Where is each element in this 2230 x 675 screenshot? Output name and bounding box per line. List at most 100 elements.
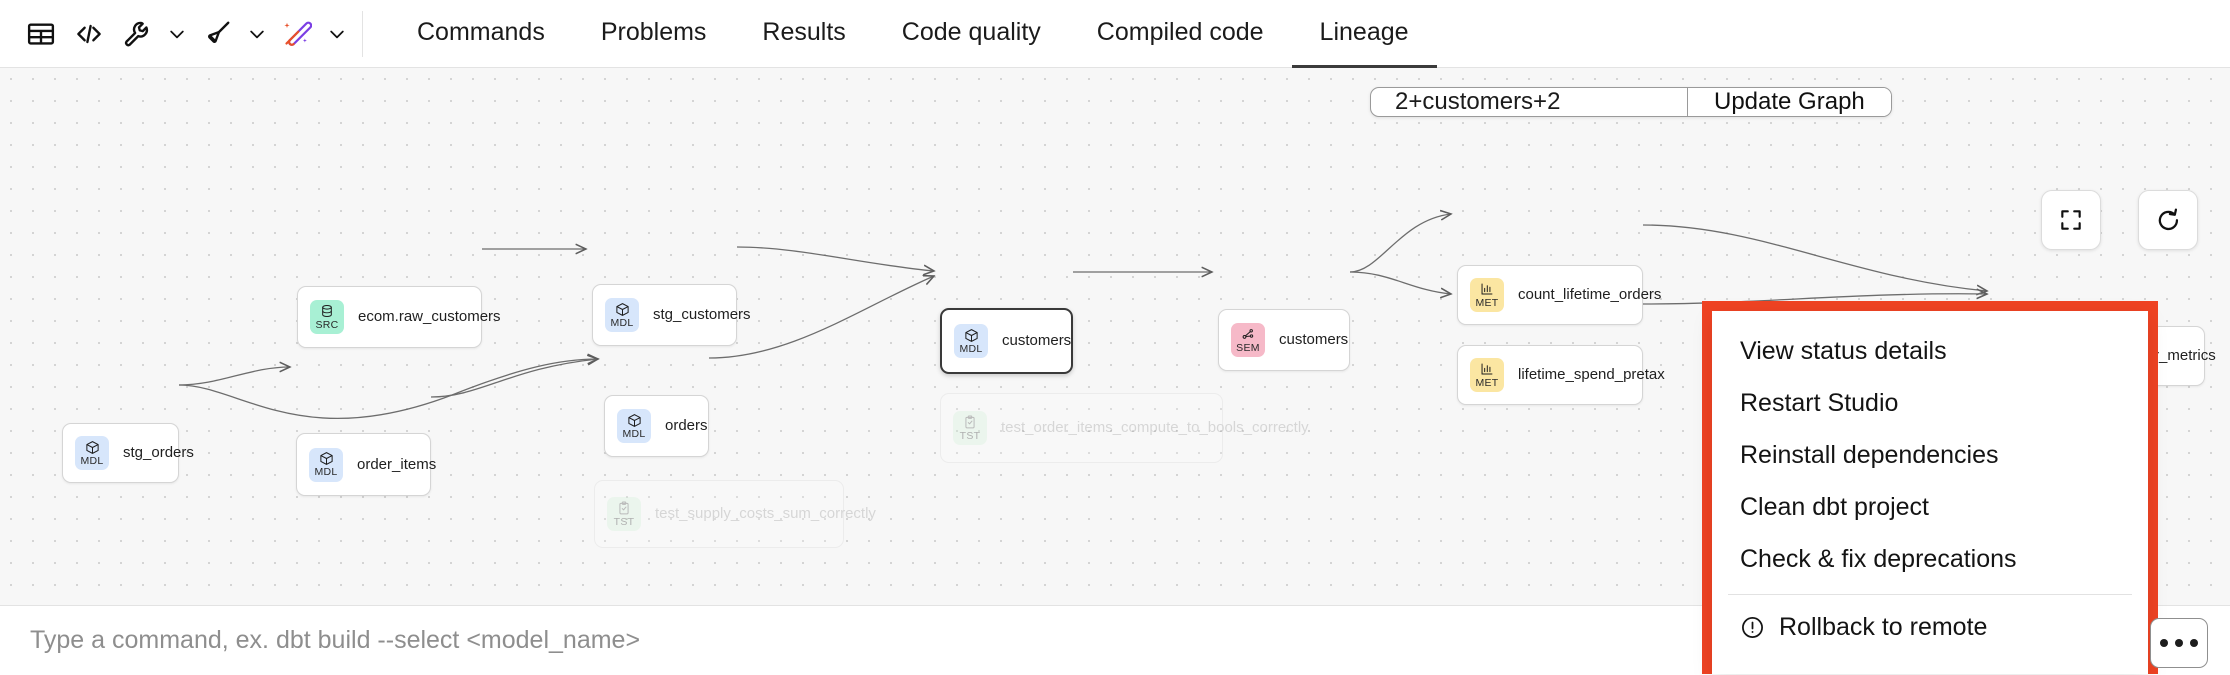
menu-item-clean-dbt-project[interactable]: Clean dbt project	[1712, 481, 2148, 533]
refresh-graph-button[interactable]	[2138, 190, 2198, 250]
node-label: stg_orders	[123, 444, 194, 462]
graph-node-customers-semantic[interactable]: SEM customers	[1218, 309, 1350, 371]
wrench-icon[interactable]	[114, 11, 160, 57]
tab-lineage[interactable]: Lineage	[1291, 0, 1437, 68]
cube-icon	[615, 302, 630, 317]
graph-node-stg-customers[interactable]: MDL stg_customers	[592, 284, 751, 346]
editor-tool-group	[0, 0, 389, 68]
fit-to-view-button[interactable]	[2041, 190, 2101, 250]
node-type-label: TST	[613, 515, 635, 528]
graph-node-test-order-items[interactable]: TST test_order_items_compute_to_bools_co…	[940, 393, 1309, 463]
menu-item-label: Clean dbt project	[1740, 492, 1930, 521]
broom-icon[interactable]	[194, 11, 240, 57]
menu-item-reinstall-dependencies[interactable]: Reinstall dependencies	[1712, 429, 2148, 481]
cube-icon	[319, 451, 334, 466]
cube-icon	[964, 328, 979, 343]
node-type-label: SRC	[315, 318, 339, 331]
table-view-icon[interactable]	[18, 11, 64, 57]
database-icon	[320, 304, 334, 319]
node-type-badge-mdl: MDL	[309, 447, 343, 482]
node-type-label: MDL	[610, 316, 634, 329]
menu-item-label: Restart Studio	[1740, 388, 1899, 417]
graph-node-stg-orders[interactable]: MDL stg_orders	[62, 423, 194, 483]
node-type-label: MDL	[622, 427, 646, 440]
node-label: order_items	[357, 455, 437, 473]
cube-icon	[85, 440, 100, 455]
menu-divider	[1728, 594, 2132, 595]
menu-item-check-fix-deprecations[interactable]: Check & fix deprecations	[1712, 533, 2148, 585]
node-type-badge-mdl: MDL	[617, 409, 651, 443]
magic-wand-chevron-down-icon[interactable]	[322, 11, 352, 57]
graph-node-test-supply-costs[interactable]: TST test_supply_costs_sum_correctly	[594, 480, 876, 548]
graph-node-lifetime-spend-pretax[interactable]: MET lifetime_spend_pretax	[1457, 345, 1665, 405]
graph-selector-input[interactable]: 2+customers+2	[1395, 88, 1561, 115]
fit-screen-icon	[2061, 210, 2081, 230]
tab-results[interactable]: Results	[762, 17, 846, 46]
node-type-label: MDL	[959, 342, 983, 355]
panel-tabs: Commands Problems Results Code quality C…	[389, 0, 1437, 68]
tab-compiled-code[interactable]: Compiled code	[1096, 17, 1264, 46]
menu-item-label: Rollback to remote	[1779, 612, 1988, 641]
update-graph-button[interactable]: Update Graph	[1687, 88, 1891, 116]
chart-icon	[1480, 282, 1494, 297]
graph-node-orders[interactable]: MDL orders	[604, 395, 709, 457]
node-type-badge-mdl: MDL	[75, 436, 109, 470]
node-type-badge-mdl: MDL	[605, 298, 639, 332]
node-type-label: TST	[959, 429, 981, 442]
node-type-badge-met: MET	[1470, 278, 1504, 312]
command-input[interactable]: Type a command, ex. dbt build --select <…	[30, 625, 641, 654]
semantic-icon	[1241, 327, 1255, 342]
node-type-label: MET	[1475, 376, 1499, 389]
node-label: test_supply_costs_sum_correctly	[655, 505, 876, 523]
more-actions-button[interactable]	[2150, 618, 2208, 668]
wrench-chevron-down-icon[interactable]	[162, 11, 192, 57]
tab-problems[interactable]: Problems	[600, 17, 707, 46]
cube-icon	[627, 413, 642, 428]
node-label: customers	[1002, 332, 1072, 350]
alert-circle-icon	[1740, 615, 1765, 640]
menu-item-restart-studio[interactable]: Restart Studio	[1712, 377, 2148, 429]
broom-chevron-down-icon[interactable]	[242, 11, 272, 57]
node-type-label: MET	[1475, 296, 1499, 309]
menu-item-view-status-details[interactable]: View status details	[1712, 325, 2148, 377]
node-type-badge-sem: SEM	[1231, 323, 1265, 357]
graph-node-ecom-raw-customers[interactable]: SRC ecom.raw_customers	[297, 286, 501, 348]
menu-item-label: Reinstall dependencies	[1740, 440, 1999, 469]
node-type-label: SEM	[1236, 341, 1260, 354]
toolbar-divider	[362, 10, 363, 57]
refresh-icon	[2158, 207, 2178, 230]
magic-wand-icon[interactable]	[274, 11, 320, 57]
node-type-label: MDL	[80, 454, 104, 467]
menu-item-rollback-to-remote[interactable]: Rollback to remote	[1712, 601, 2148, 653]
node-type-badge-tst: TST	[607, 497, 641, 531]
node-label: count_lifetime_orders	[1518, 286, 1662, 304]
chart-icon	[1480, 362, 1494, 377]
node-label: lifetime_spend_pretax	[1518, 366, 1665, 384]
node-label: test_order_items_compute_to_bools_correc…	[1001, 419, 1309, 437]
node-label: customers	[1279, 331, 1349, 349]
top-toolbar: Commands Problems Results Code quality C…	[0, 0, 2230, 68]
graph-selector-bar: 2+customers+2 Update Graph	[1370, 87, 1892, 117]
node-label: orders	[665, 417, 708, 435]
node-label: stg_customers	[653, 306, 751, 324]
node-type-label: MDL	[314, 466, 338, 479]
dot-3	[2190, 639, 2198, 647]
graph-node-customers-model[interactable]: MDL customers	[940, 308, 1073, 374]
more-actions-menu: View status details Restart Studio Reins…	[1712, 311, 2148, 674]
node-label: ecom.raw_customers	[358, 308, 501, 326]
menu-item-label: View status details	[1740, 336, 1947, 365]
clipboard-icon	[963, 415, 977, 430]
menu-item-label: Check & fix deprecations	[1740, 544, 2017, 573]
tab-code-quality[interactable]: Code quality	[901, 17, 1041, 46]
dot-1	[2160, 639, 2168, 647]
node-type-badge-src: SRC	[310, 300, 344, 334]
clipboard-icon	[617, 501, 631, 516]
dot-2	[2175, 639, 2183, 647]
code-view-icon[interactable]	[66, 11, 112, 57]
node-type-badge-mdl: MDL	[954, 324, 988, 358]
node-type-badge-met: MET	[1470, 358, 1504, 392]
graph-node-count-lifetime-orders[interactable]: MET count_lifetime_orders	[1457, 265, 1661, 325]
node-type-badge-tst: TST	[953, 411, 987, 445]
tab-commands[interactable]: Commands	[417, 17, 545, 46]
graph-node-order-items[interactable]: MDL order_items	[296, 433, 436, 496]
